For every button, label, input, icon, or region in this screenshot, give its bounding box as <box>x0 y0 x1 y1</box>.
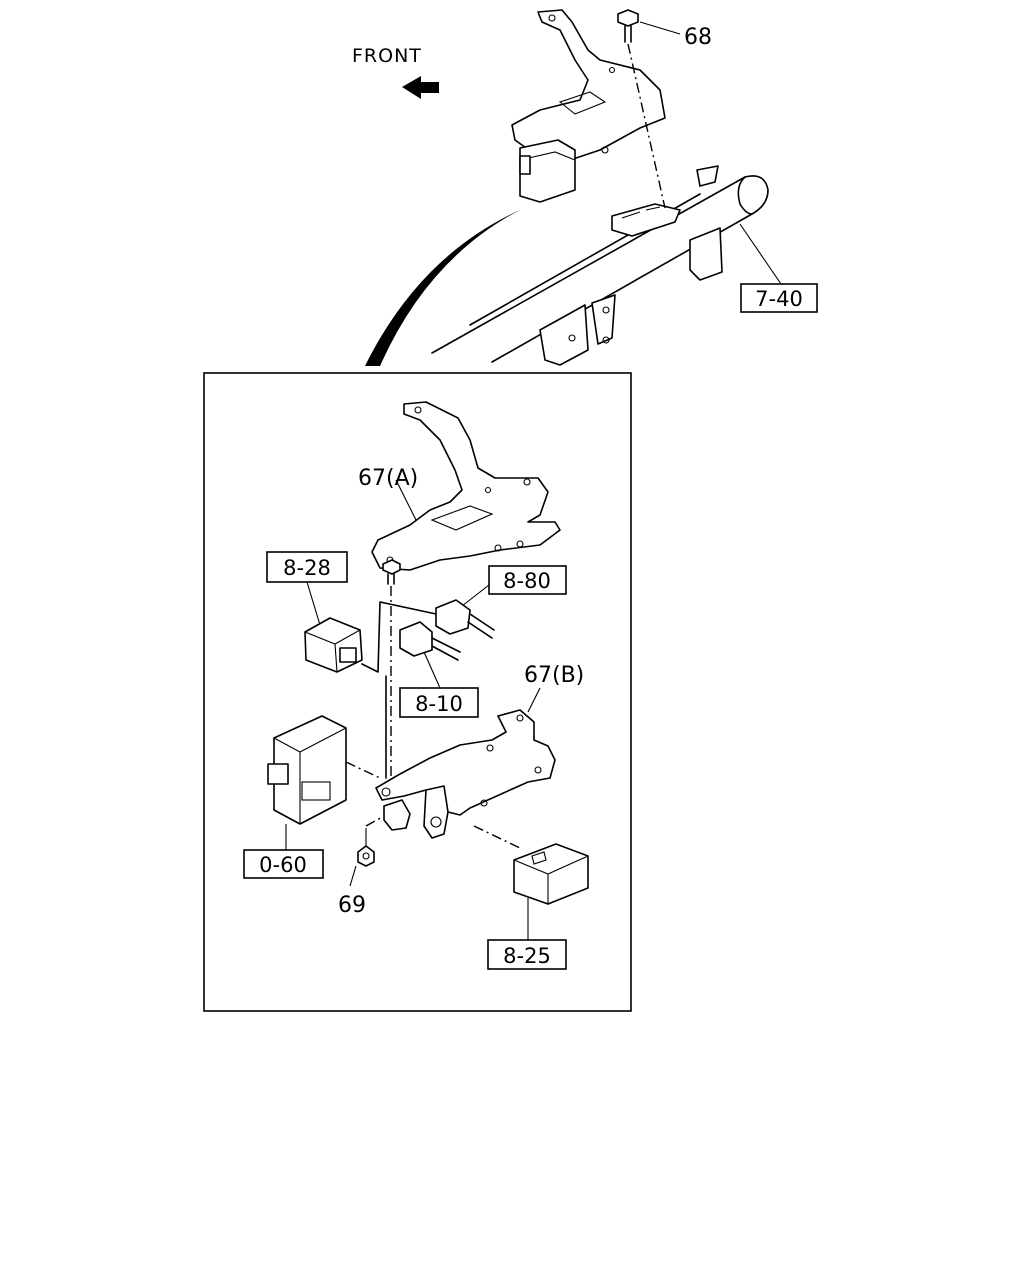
callout-0-60: 0-60 <box>259 853 307 877</box>
callout-69: 69 <box>338 893 366 918</box>
callout-8-80: 8-80 <box>503 569 551 593</box>
callout-8-25: 8-25 <box>503 944 551 968</box>
bolt-68-group: 68 <box>617 9 712 209</box>
bracket-assembly-top <box>511 9 666 203</box>
callout-67b: 67(B) <box>524 663 584 688</box>
callout-8-10: 8-10 <box>415 692 463 716</box>
front-label: FRONT <box>352 45 422 67</box>
front-arrow-icon <box>402 76 439 99</box>
control-unit-0-60-group: 0-60 <box>243 715 381 879</box>
connector-8-80-group: 8-80 <box>361 565 567 673</box>
callout-7-40-group: 7-40 <box>739 223 818 313</box>
relay-8-25-group: 8-25 <box>487 843 589 970</box>
nut-69-group: 69 <box>338 815 385 918</box>
bracket-67a: 67(A) <box>358 401 561 571</box>
detail-curve <box>365 210 520 366</box>
callout-68: 68 <box>684 25 712 50</box>
detail-frame <box>203 372 632 1012</box>
relay-8-28-group: 8-28 <box>266 551 363 673</box>
connector-8-10-group: 8-10 <box>385 621 479 779</box>
screw-detail <box>382 559 401 790</box>
callout-7-40: 7-40 <box>755 287 803 311</box>
callout-8-28: 8-28 <box>283 556 331 580</box>
callout-67a: 67(A) <box>358 466 418 491</box>
front-indicator: FRONT <box>352 45 439 99</box>
crossmember-assembly <box>431 165 769 366</box>
bracket-67b: 67(B) <box>375 663 584 849</box>
